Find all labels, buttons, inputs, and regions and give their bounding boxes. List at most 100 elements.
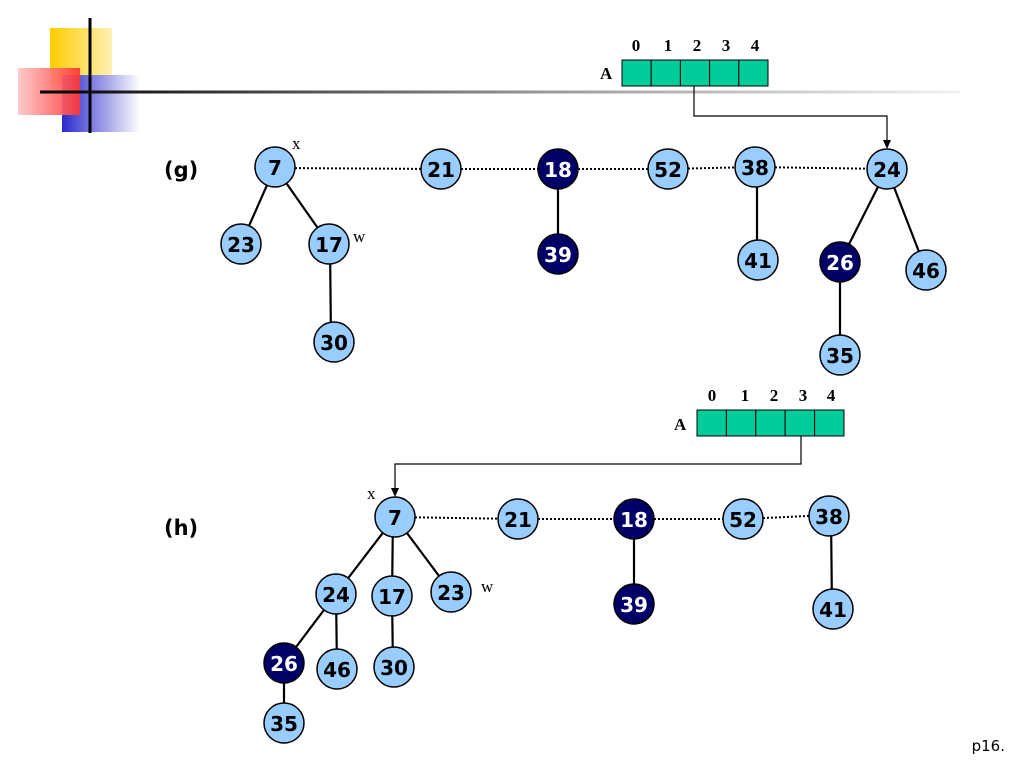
- array-cell: [709, 59, 740, 87]
- heap-node: 18: [613, 498, 655, 540]
- array-index: 2: [770, 386, 779, 405]
- node-circle: [905, 249, 947, 291]
- heap-node: 17: [308, 223, 350, 265]
- array-cell: [755, 409, 786, 437]
- node-circle: [430, 571, 472, 613]
- x-pointer-label: x: [292, 134, 301, 153]
- array-pointer-arrow: [394, 436, 802, 489]
- heap-node: 17: [371, 575, 413, 617]
- heap-node: 38: [808, 495, 850, 537]
- node-circle: [722, 498, 764, 540]
- array-cell: [621, 59, 652, 87]
- node-circle: [613, 583, 655, 625]
- array-cell: [814, 409, 845, 437]
- node-circle: [497, 498, 539, 540]
- node-circle: [537, 233, 579, 275]
- array-cell: [725, 409, 757, 437]
- w-pointer-label: w: [481, 577, 494, 596]
- node-key: 17: [315, 233, 343, 257]
- node-circle: [308, 223, 350, 265]
- node-key: 41: [744, 249, 772, 273]
- node-key: 35: [826, 344, 854, 368]
- heap-node: 7: [254, 146, 296, 188]
- heap-node: 35: [263, 702, 305, 744]
- heap-node: 46: [316, 648, 358, 690]
- node-key: 35: [270, 712, 298, 736]
- array-index: 0: [632, 36, 641, 55]
- heap-node: 46: [905, 249, 947, 291]
- slide-logo: [18, 18, 960, 133]
- logo-vertical-bar: [88, 18, 92, 133]
- heap-node: 21: [497, 498, 539, 540]
- array-index: 0: [708, 386, 717, 405]
- node-key: 21: [427, 158, 455, 182]
- array-index: 2: [693, 36, 702, 55]
- array-cell: [679, 59, 711, 87]
- panel-h: (h) A 0 1 2 3 4: [164, 386, 854, 744]
- heap-node: 26: [263, 642, 305, 684]
- root-list-link: [274, 167, 442, 170]
- node-circle: [315, 573, 357, 615]
- arrowhead: [391, 488, 399, 497]
- node-circle: [254, 146, 296, 188]
- node-circle: [263, 642, 305, 684]
- node-key: 23: [227, 233, 255, 257]
- node-circle: [812, 588, 854, 630]
- heap-node: 23: [220, 223, 262, 265]
- array-name: A: [600, 64, 613, 83]
- heap-node: 24: [315, 573, 357, 615]
- node-circle: [263, 702, 305, 744]
- heap-node: 23: [430, 571, 472, 613]
- node-circle: [647, 148, 689, 190]
- node-circle: [374, 496, 416, 538]
- node-key: 46: [323, 658, 351, 682]
- node-circle: [737, 239, 779, 281]
- array-cell: [696, 409, 727, 437]
- node-key: 18: [620, 508, 648, 532]
- node-circle: [866, 148, 908, 190]
- w-pointer-label: w: [353, 227, 366, 246]
- panel-g: (g) A 0 1 2 3 4: [164, 36, 947, 376]
- node-key: 39: [544, 243, 572, 267]
- array-cell: [650, 59, 681, 87]
- heap-node: 38: [734, 146, 776, 188]
- heap-node: 7: [374, 496, 416, 538]
- node-key: 18: [544, 158, 572, 182]
- node-key: 26: [270, 652, 298, 676]
- heap-node: 52: [722, 498, 764, 540]
- heap-node: 24: [866, 148, 908, 190]
- node-key: 21: [504, 508, 532, 532]
- panel-label: (g): [164, 158, 198, 182]
- node-circle: [819, 334, 861, 376]
- node-key: 30: [320, 331, 348, 355]
- heap-node: 41: [737, 239, 779, 281]
- pointer-array: A 0 1 2 3 4: [674, 386, 845, 437]
- array-cell: [784, 409, 816, 437]
- node-circle: [313, 321, 355, 363]
- array-index: 3: [799, 386, 808, 405]
- node-circle: [420, 148, 462, 190]
- node-circle: [819, 241, 861, 283]
- array-index: 4: [751, 36, 760, 55]
- node-key: 46: [912, 259, 940, 283]
- heap-node: 39: [537, 233, 579, 275]
- panel-label: (h): [164, 516, 198, 540]
- pointer-array: A 0 1 2 3 4: [600, 36, 769, 87]
- node-circle: [373, 646, 415, 688]
- heap-node: 18: [537, 148, 579, 190]
- node-key: 17: [378, 585, 406, 609]
- array-cell: [738, 59, 769, 87]
- heap-node: 52: [647, 148, 689, 190]
- heap-node: 21: [420, 148, 462, 190]
- x-pointer-label: x: [367, 484, 376, 503]
- heap-node: 41: [812, 588, 854, 630]
- node-key: 41: [819, 598, 847, 622]
- array-index: 1: [664, 36, 673, 55]
- node-key: 24: [322, 583, 350, 607]
- node-key: 24: [873, 158, 901, 182]
- node-key: 26: [826, 251, 854, 275]
- node-circle: [371, 575, 413, 617]
- title-rule: [40, 90, 960, 94]
- node-key: 38: [741, 156, 769, 180]
